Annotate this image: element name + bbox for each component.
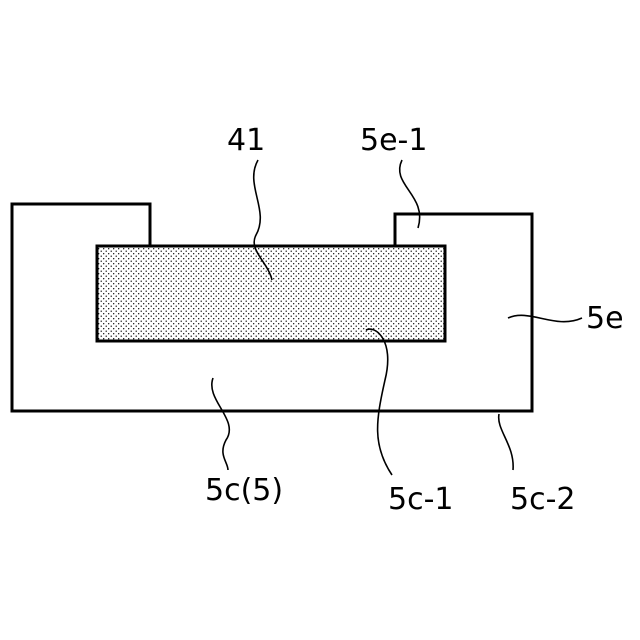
component-41 xyxy=(97,246,445,341)
label-41: 41 xyxy=(227,123,265,158)
label-5c-1: 5c-1 xyxy=(388,482,454,517)
label-5c-5: 5c(5) xyxy=(205,473,283,508)
label-5e: 5e xyxy=(586,301,624,336)
label-5c-2: 5c-2 xyxy=(510,482,576,517)
label-5e-1: 5e-1 xyxy=(360,123,427,158)
leader-5c-2 xyxy=(499,414,513,470)
